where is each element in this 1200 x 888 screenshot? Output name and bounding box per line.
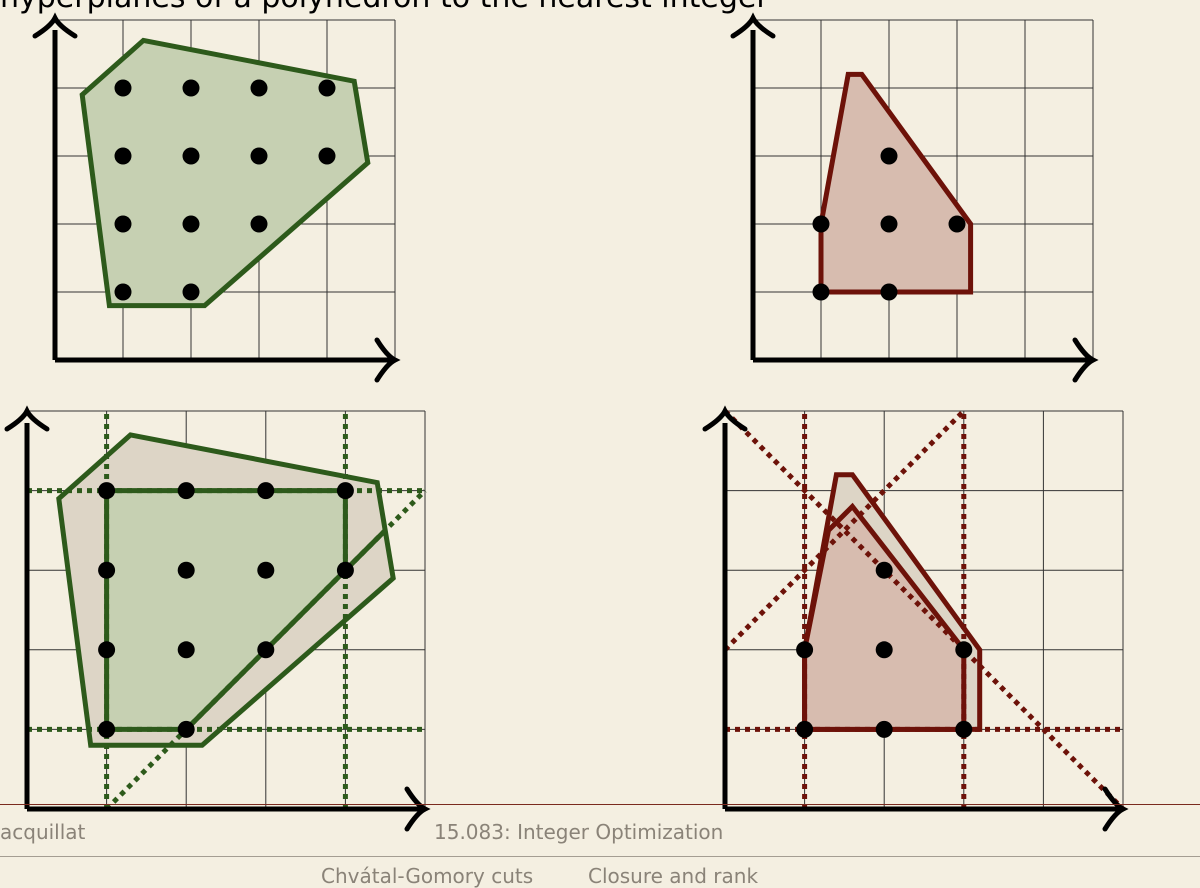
integer-point [177,482,195,500]
slide-title: hyperplanes of a polyhedron to the neare… [0,0,769,15]
y-axis-arrowhead [4,405,50,432]
x-axis-arrowhead [404,786,431,832]
integer-point [948,215,966,233]
integer-point [955,641,973,659]
integer-point [114,79,132,97]
rounded-hyperplane [723,409,966,652]
y-axis-arrowhead [702,405,748,432]
figure-red-rounded [702,405,1129,832]
navigation-divider [0,856,1200,857]
integer-point [114,215,132,233]
polyhedron [818,71,974,295]
integer-point [955,720,973,738]
integer-point [177,641,195,659]
integer-point [257,561,275,579]
nav-section-chvatal-gomory-cuts[interactable]: Chvátal-Gomory cuts [321,864,534,888]
x-axis-arrowhead [1072,337,1099,383]
figure-red-original [730,12,1099,383]
nav-section-closure-and-rank[interactable]: Closure and rank [588,864,759,888]
integer-point [182,215,200,233]
integer-point [318,79,336,97]
integer-point [98,482,116,500]
integer-point [880,215,898,233]
integer-point [257,641,275,659]
integer-point [98,561,116,579]
footer-author: acquillat [0,820,86,844]
y-axis-arrowhead [730,12,776,39]
footer-course-title: 15.083: Integer Optimization [434,820,724,844]
integer-point [336,482,354,500]
y-axis-arrowhead [32,12,78,39]
integer-point [114,283,132,301]
x-axis-arrowhead [374,337,401,383]
integer-point [182,283,200,301]
integer-point [98,641,116,659]
integer-point [318,147,336,165]
integer-point [880,283,898,301]
integer-point [250,215,268,233]
figure-green-rounded [4,405,431,832]
integer-point [796,720,814,738]
integer-point [336,561,354,579]
rounded-hyperplane [723,409,1125,811]
x-axis-arrowhead [1102,786,1129,832]
integer-point [114,147,132,165]
integer-point [875,561,893,579]
integer-point [250,147,268,165]
integer-point [812,215,830,233]
integer-point [875,720,893,738]
integer-point [257,482,275,500]
integer-point [812,283,830,301]
footer-divider [0,804,1200,805]
integer-point [875,641,893,659]
integer-point [796,641,814,659]
integer-point [98,720,116,738]
integer-point [177,561,195,579]
polyhedron [79,37,371,309]
figure-green-original [32,12,401,383]
integer-point [880,147,898,165]
integer-point [250,79,268,97]
integer-point [182,79,200,97]
integer-point [182,147,200,165]
integer-point [177,720,195,738]
